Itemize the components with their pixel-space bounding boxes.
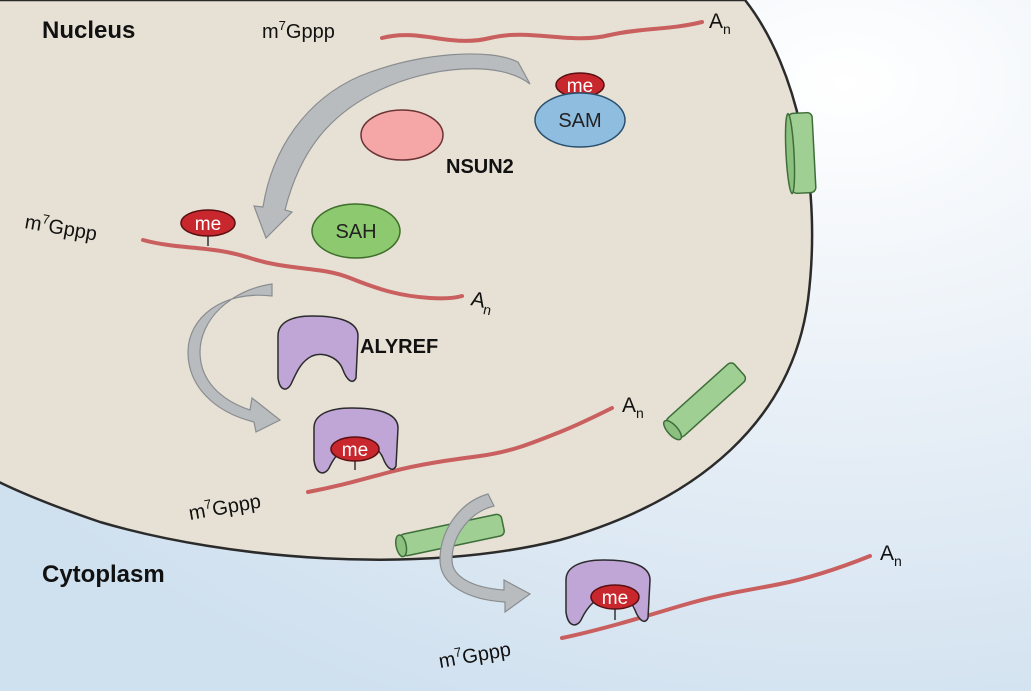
- sam-label: SAM: [558, 110, 601, 132]
- curved-arrow-icon: [439, 493, 532, 614]
- nucleus-label: Nucleus: [42, 17, 135, 44]
- polya-tail-label: An: [709, 10, 731, 37]
- cap-label: m7Gppp: [262, 18, 335, 43]
- mrna-strand: [306, 406, 614, 494]
- nsun2-label: NSUN2: [446, 156, 514, 178]
- methyl-label: me: [195, 214, 221, 235]
- alyref-protein: [277, 315, 359, 390]
- methyl-label: me: [602, 588, 628, 609]
- mrna-strand: [141, 238, 464, 301]
- methyl-tag-icon: me: [330, 436, 380, 462]
- polya-tail-label: An: [622, 394, 644, 421]
- methyl-tag-icon: me: [590, 584, 640, 610]
- sam-molecule: SAM: [534, 92, 626, 148]
- alyref-label: ALYREF: [360, 336, 438, 358]
- nuclear-pore-icon: [662, 362, 747, 441]
- polya-tail-label: An: [880, 542, 902, 569]
- polya-tail-label: An: [468, 287, 495, 318]
- curved-arrow-icon: [187, 283, 282, 433]
- methyl-label: me: [567, 76, 593, 97]
- nuclear-pore-icon: [784, 111, 817, 195]
- sah-label: SAH: [335, 221, 376, 243]
- mrna-strand: [380, 20, 704, 43]
- methyl-label: me: [342, 440, 368, 461]
- cap-label: m7Gppp: [187, 488, 263, 525]
- methyl-tag-icon: me: [180, 209, 236, 237]
- sah-molecule: SAH: [311, 203, 401, 259]
- mrna-strand: [560, 554, 872, 640]
- curved-arrow-icon: [253, 53, 531, 240]
- cytoplasm-label: Cytoplasm: [42, 561, 165, 588]
- nsun2-enzyme: [360, 109, 444, 161]
- nucleus-body: [0, 0, 814, 561]
